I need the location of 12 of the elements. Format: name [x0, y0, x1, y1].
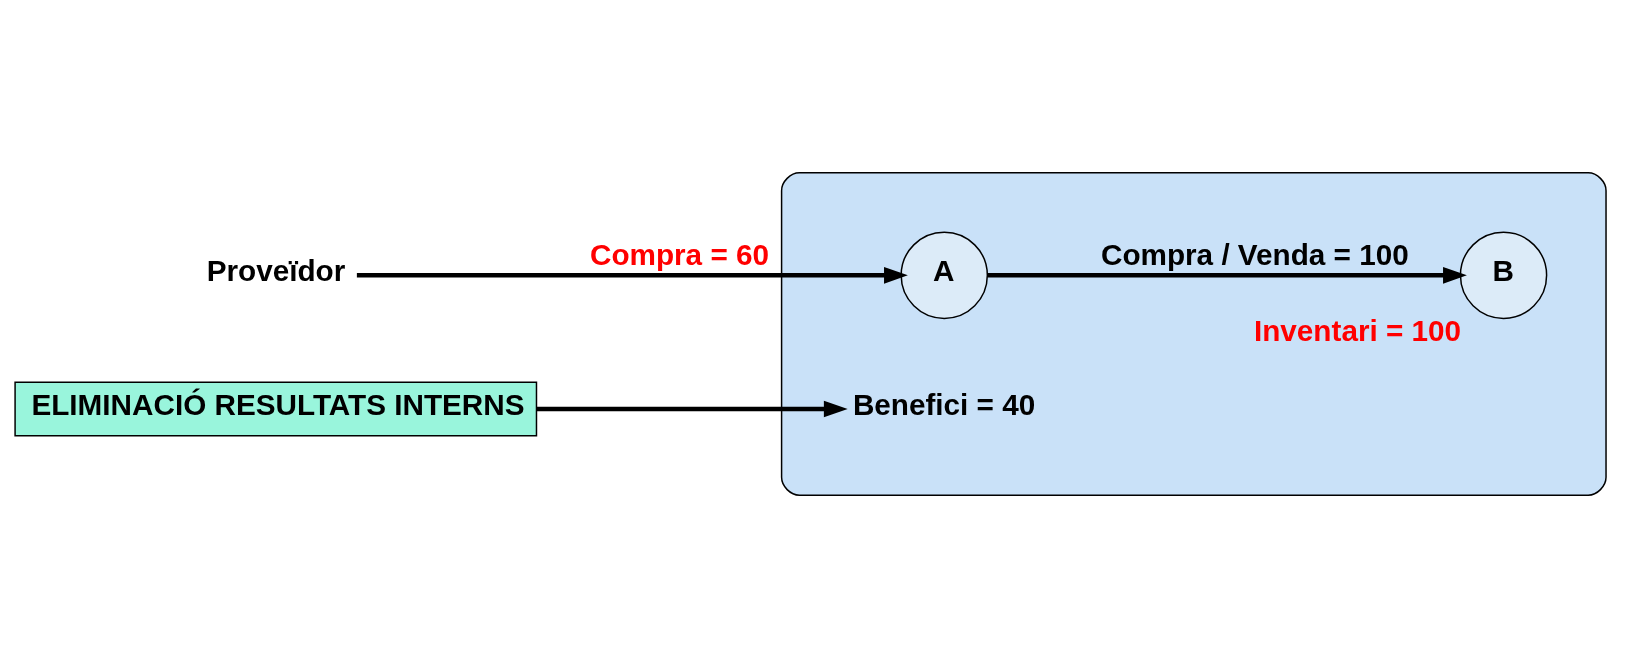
arrow: [356, 266, 908, 284]
node-box: ELIMINACIÓ RESULTATS INTERNS: [14, 381, 538, 437]
cluster: [780, 172, 1607, 496]
edge-label: Compra / Venda = 100: [1100, 237, 1409, 271]
node-circle: A: [900, 231, 989, 320]
arrow: [536, 400, 848, 418]
arrow: [987, 266, 1467, 284]
node-text: Proveïdor: [206, 254, 346, 288]
edge-label: Compra = 60: [589, 237, 769, 271]
node-circle: B: [1459, 231, 1548, 320]
node-text: Benefici = 40: [852, 387, 1036, 421]
node-label: Inventari = 100: [1253, 313, 1462, 347]
